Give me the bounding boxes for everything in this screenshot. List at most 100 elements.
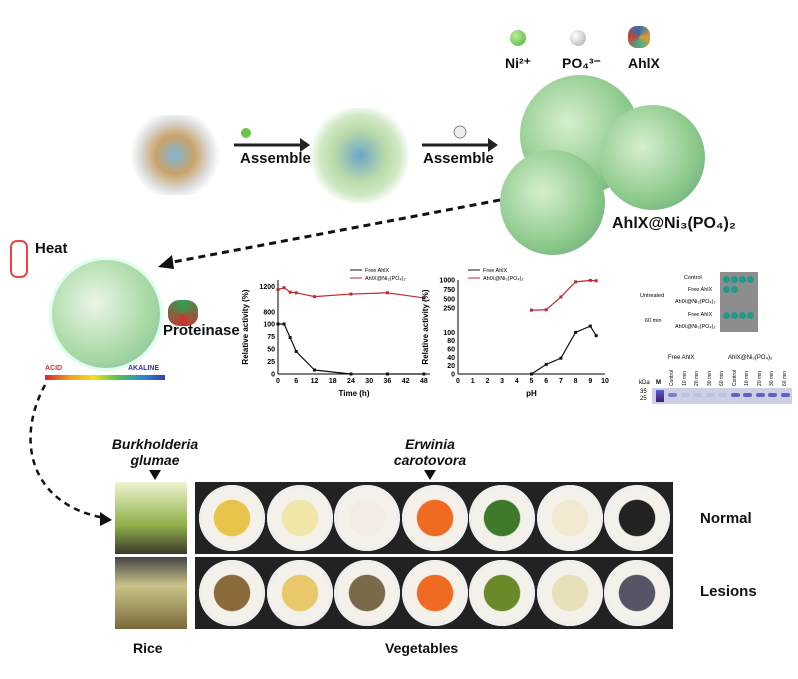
thermometer-icon [10, 240, 28, 278]
x-tick-label: 6 [544, 378, 548, 385]
protein-band [693, 393, 702, 397]
x-tick-label: 1 [471, 378, 475, 385]
activity-dot [739, 276, 746, 283]
proteinase-label: Proteinase [163, 322, 240, 339]
protein-band [768, 393, 777, 397]
x-tick-label: 12 [311, 378, 319, 385]
normal-plate-photo [266, 485, 333, 551]
dashed-arrow-icon [158, 198, 501, 269]
gel-25: 25 [640, 396, 647, 402]
lesion-plate-photo [536, 560, 603, 626]
activity-dot [747, 276, 754, 283]
activity-dot [723, 312, 730, 319]
data-point [588, 278, 592, 282]
series-line [531, 279, 597, 311]
gel-35: 35 [640, 389, 647, 395]
data-point [422, 372, 426, 376]
data-point [422, 296, 426, 300]
data-point [312, 295, 316, 299]
marker-lane [656, 390, 664, 402]
normal-plate-photo [469, 485, 535, 551]
sds-gel [652, 388, 792, 404]
data-point [312, 368, 316, 372]
lesion-plate-photo [199, 560, 265, 626]
data-point [288, 336, 292, 339]
alkaline-label: AKALINE [128, 365, 160, 372]
x-tick-label: 30 [365, 378, 373, 385]
lane-label: 10 min [681, 370, 688, 386]
y-tick-label: 20 [447, 363, 455, 370]
x-tick-label: 0 [456, 378, 460, 385]
x-tick-label: 2 [485, 378, 489, 385]
data-point [530, 308, 533, 312]
lane-label: 30 min [706, 370, 713, 386]
normal-plate-photo [536, 485, 603, 551]
data-point [282, 322, 286, 326]
lane-label: Control [669, 369, 675, 386]
nanoflower-sphere [500, 150, 605, 255]
lesion-plate-photo [334, 560, 400, 626]
gel-marker-label: M [656, 380, 661, 386]
lane-label: 60 min [719, 370, 725, 386]
gel-free-header: Free AhlX [668, 355, 695, 361]
y-tick-label: 60 [447, 347, 455, 354]
x-tick-label: 24 [347, 378, 355, 385]
activity-dot [731, 276, 738, 283]
protein-band [718, 393, 727, 397]
proteinase-icon [168, 300, 198, 326]
x-tick-label: 10 [601, 378, 609, 385]
x-tick-label: 42 [402, 378, 410, 385]
lesion-plate-photo [266, 560, 333, 626]
data-point [276, 288, 280, 292]
pathogen-label-vegetables: Erwinia carotovora [393, 436, 467, 468]
legend-label: AhlX@Ni₃(PO₄)₂ [483, 276, 524, 282]
y-tick-label: 1000 [439, 278, 455, 285]
normal-plate-photo [334, 485, 400, 551]
data-point [588, 324, 592, 328]
data-point [294, 350, 298, 353]
data-point [282, 286, 286, 290]
protein-band [780, 393, 790, 397]
gel-kda: kDa [639, 380, 650, 386]
y-tick-label: 25 [267, 359, 275, 366]
lane-label: 20 min [756, 370, 763, 386]
enzyme-icon [628, 26, 650, 48]
assemble-step-1: Assemble [240, 150, 311, 167]
data-point [349, 372, 353, 376]
lesion-plate-photo [469, 560, 535, 626]
data-point [574, 280, 578, 284]
protein-band [680, 393, 690, 397]
y-axis-label: Relative activity (%) [241, 289, 250, 364]
data-point [559, 356, 563, 360]
row-label-normal: Normal [700, 510, 752, 527]
arrow-icon [422, 125, 498, 152]
data-point [288, 290, 292, 294]
data-point [544, 308, 548, 312]
data-point [574, 330, 578, 334]
data-point [349, 292, 353, 296]
activity-dot [731, 286, 738, 293]
column-label-rice: Rice [133, 640, 163, 656]
dashed-arrow-icon [29, 384, 112, 526]
product-label: AhlX@Ni₃(PO₄)₂ [612, 215, 736, 232]
y-tick-label: 100 [263, 322, 275, 329]
series-line [278, 323, 424, 375]
protein-band [668, 393, 677, 397]
rice-photo-lesions [115, 557, 187, 629]
pathogen-label-rice: Burkholderia glumae [111, 436, 199, 468]
y-tick-label: 0 [451, 372, 455, 379]
legend-label: Free AhlX [365, 268, 389, 274]
dot-label-control: Control [684, 275, 702, 281]
normal-plate-photo [604, 485, 670, 551]
x-tick-label: 7 [559, 378, 563, 385]
y-tick-label: 800 [263, 310, 275, 317]
legend-label: Free AhlX [483, 268, 507, 274]
dot-label-60min: 60 min [645, 318, 662, 324]
lane-label: 30 min [769, 370, 775, 386]
y-tick-label: 100 [443, 330, 455, 337]
y-tick-label: 0 [271, 372, 275, 379]
x-tick-label: 3 [500, 378, 504, 385]
assemble-step-2: Assemble [423, 150, 494, 167]
data-point [594, 279, 598, 283]
